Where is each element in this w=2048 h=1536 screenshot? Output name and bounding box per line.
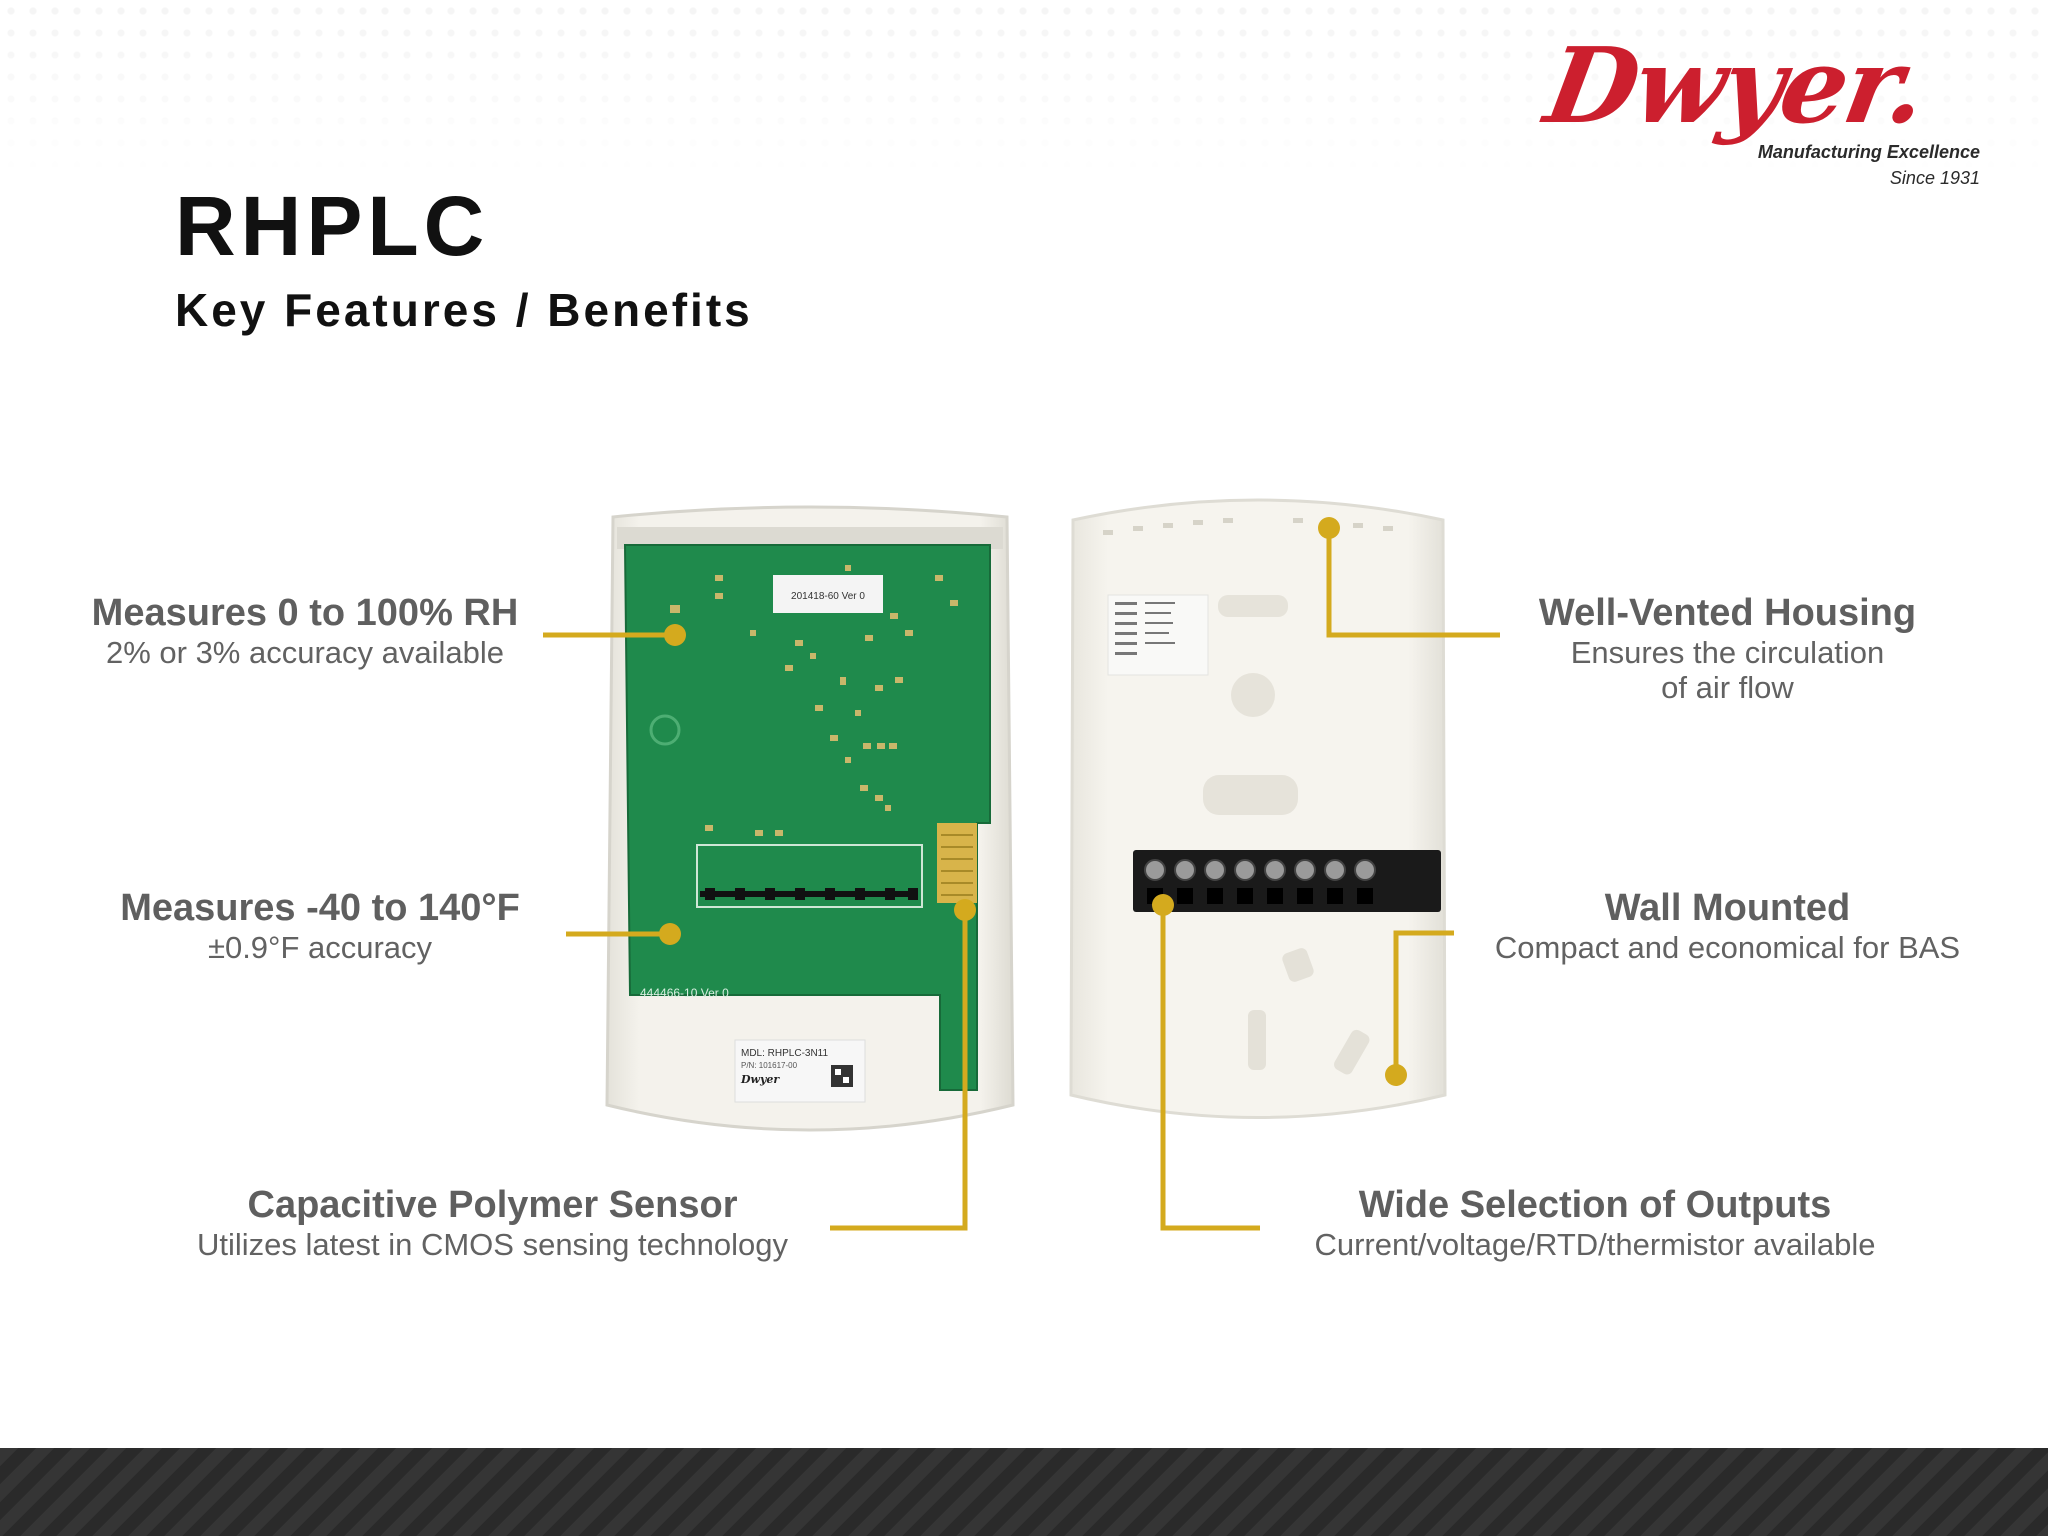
feature-detail: 2% or 3% accuracy available: [105, 635, 505, 670]
callout-dot-rh: [664, 624, 686, 646]
slide-subtitle: Key Features / Benefits: [175, 284, 753, 336]
pcb-board-number: 444466-10 Ver 0: [640, 986, 729, 1000]
dwyer-logo: Dwyer. Manufacturing Excellence Since 19…: [1530, 24, 2000, 200]
header-dot-pattern: [0, 0, 2048, 175]
callout-dot-vented: [1318, 517, 1340, 539]
logo-since: Since 1931: [1889, 168, 1980, 188]
pcb-logo-mark: [649, 714, 681, 746]
pcb-label-text: 201418-60 Ver 0: [791, 591, 865, 602]
feature-detail: Current/voltage/RTD/thermistor available: [1314, 1227, 1876, 1262]
pcb-label: [773, 575, 883, 613]
feature-heading: Capacitive Polymer Sensor: [247, 1184, 738, 1226]
feature-heading: Wall Mounted: [1604, 887, 1851, 929]
callout-line-wall: [1393, 930, 1454, 1075]
feature-detail: of air flow: [1661, 670, 1794, 705]
feature-heading: Measures 0 to 100% RH: [91, 592, 519, 634]
callout-line-outputs: [1160, 905, 1260, 1231]
feature-outputs: Wide Selection of Outputs Current/voltag…: [1270, 1184, 1920, 1262]
left-housing-inner-wall: [617, 527, 1003, 549]
pcb-pin-row: [700, 888, 918, 900]
feature-vented-housing: Well-Vented Housing Ensures the circulat…: [1505, 592, 1950, 705]
callout-dot-outputs: [1152, 894, 1174, 916]
logo-tagline: Manufacturing Excellence: [1757, 142, 1980, 162]
slide-title: RHPLC: [175, 179, 490, 273]
pcb-edge-connector: [937, 823, 977, 903]
callout-dot-temp: [659, 923, 681, 945]
housing-rib-1: [1248, 1010, 1266, 1070]
feature-temperature: Measures -40 to 140°F ±0.9°F accuracy: [75, 887, 565, 965]
device-open-pcb-image: 201418-60 Ver 0: [605, 505, 1015, 1132]
feature-detail: Utilizes latest in CMOS sensing technolo…: [197, 1227, 788, 1262]
product-label-part: P/N: 101617-00: [741, 1061, 798, 1070]
feature-heading: Well-Vented Housing: [1538, 592, 1917, 634]
pcb-connector-outline: [696, 844, 923, 908]
feature-detail: ±0.9°F accuracy: [207, 930, 433, 965]
product-label-model: MDL: RHPLC-3N11: [741, 1048, 828, 1059]
feature-detail: Compact and economical for BAS: [1494, 930, 1961, 965]
callout-line-sensor: [830, 910, 968, 1231]
feature-sensor: Capacitive Polymer Sensor Utilizes lates…: [160, 1184, 825, 1262]
callout-dot-wall: [1385, 1064, 1407, 1086]
feature-detail: Ensures the circulation: [1570, 635, 1885, 670]
product-label-brand: Dwyer: [740, 1073, 780, 1086]
mounting-hole: [1231, 673, 1275, 717]
vent-slot-large-1: [1218, 595, 1288, 617]
terminal-wire-openings: [1147, 888, 1373, 904]
pcb-components: [670, 565, 958, 836]
feature-wall-mounted: Wall Mounted Compact and economical for …: [1460, 887, 1995, 965]
cable-tie-post: [1282, 948, 1314, 982]
feature-heading: Measures -40 to 140°F: [120, 887, 520, 929]
wiring-diagram-lines: [1115, 602, 1175, 655]
feature-heading: Wide Selection of Outputs: [1358, 1184, 1832, 1226]
housing-rib-2: [1334, 1029, 1370, 1075]
callout-dot-sensor: [954, 899, 976, 921]
vent-slot-large-2: [1203, 775, 1298, 815]
feature-humidity: Measures 0 to 100% RH 2% or 3% accuracy …: [60, 592, 550, 670]
edge-connector-fingers: [941, 834, 973, 896]
callout-line-vented: [1326, 528, 1500, 638]
terminal-screws: [1144, 859, 1376, 881]
footer-bar: [0, 1448, 2048, 1536]
